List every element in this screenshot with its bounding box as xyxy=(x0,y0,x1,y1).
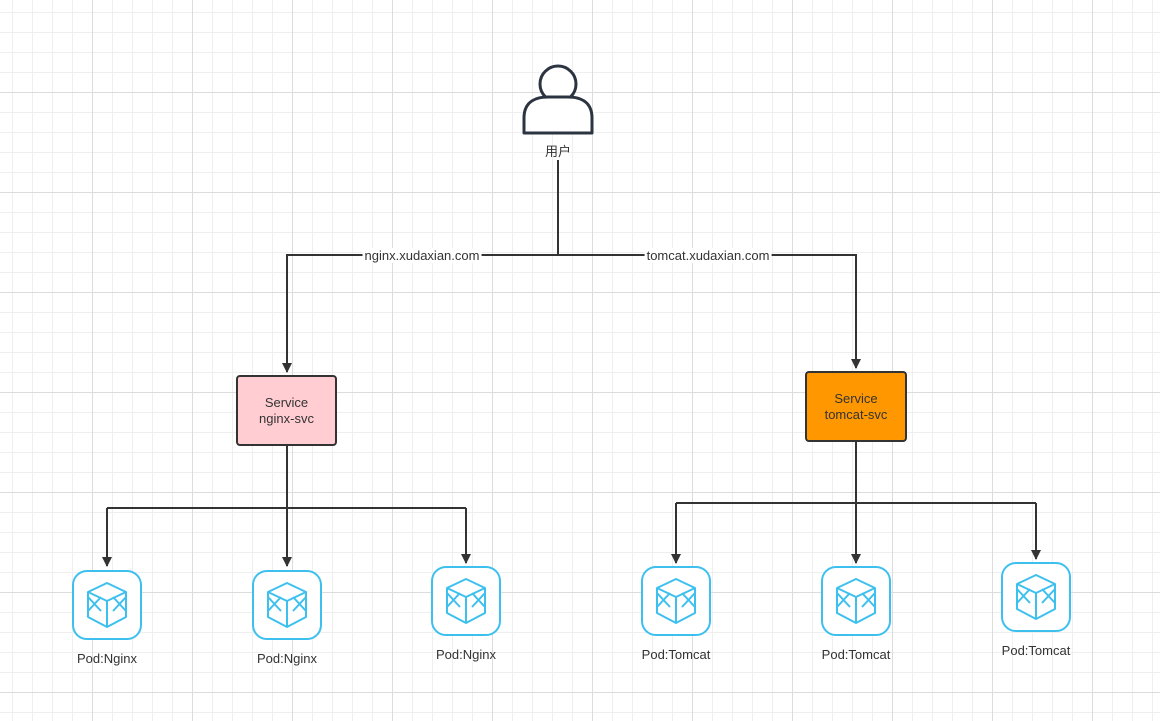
edge-label-tomcat-host: tomcat.xudaxian.com xyxy=(644,248,772,263)
pod-nginx-label-3: Pod:Nginx xyxy=(436,647,496,662)
service-type-label: Service xyxy=(834,390,878,406)
pod-nginx-label-1: Pod:Nginx xyxy=(77,651,137,666)
pod-tomcat-label-2: Pod:Tomcat xyxy=(821,647,891,662)
pod-nginx-icon-3 xyxy=(431,566,501,636)
connector-user-to-services xyxy=(282,160,861,373)
pod-tomcat-label-1: Pod:Tomcat xyxy=(641,647,711,662)
user-icon xyxy=(522,64,594,135)
service-type-label: Service xyxy=(264,394,309,410)
edge-label-nginx-host: nginx.xudaxian.com xyxy=(362,248,482,263)
pod-tomcat-icon-3 xyxy=(1001,562,1071,632)
service-nginx-svc[interactable]: Service nginx-svc xyxy=(236,375,337,446)
service-name-label: nginx-svc xyxy=(259,410,314,426)
pod-tomcat-icon-1 xyxy=(641,566,711,636)
pod-tomcat-icon-2 xyxy=(821,566,891,636)
connector-tomcat-svc-to-pods xyxy=(671,442,1041,564)
pod-tomcat-label-3: Pod:Tomcat xyxy=(1001,643,1071,658)
pod-nginx-icon-1 xyxy=(72,570,142,640)
user-label: 用户 xyxy=(544,144,572,159)
pod-nginx-label-2: Pod:Nginx xyxy=(257,651,317,666)
pod-nginx-icon-2 xyxy=(252,570,322,640)
service-name-label: tomcat-svc xyxy=(824,406,888,422)
service-tomcat-svc[interactable]: Service tomcat-svc xyxy=(805,371,907,442)
connector-nginx-svc-to-pods xyxy=(102,446,471,567)
